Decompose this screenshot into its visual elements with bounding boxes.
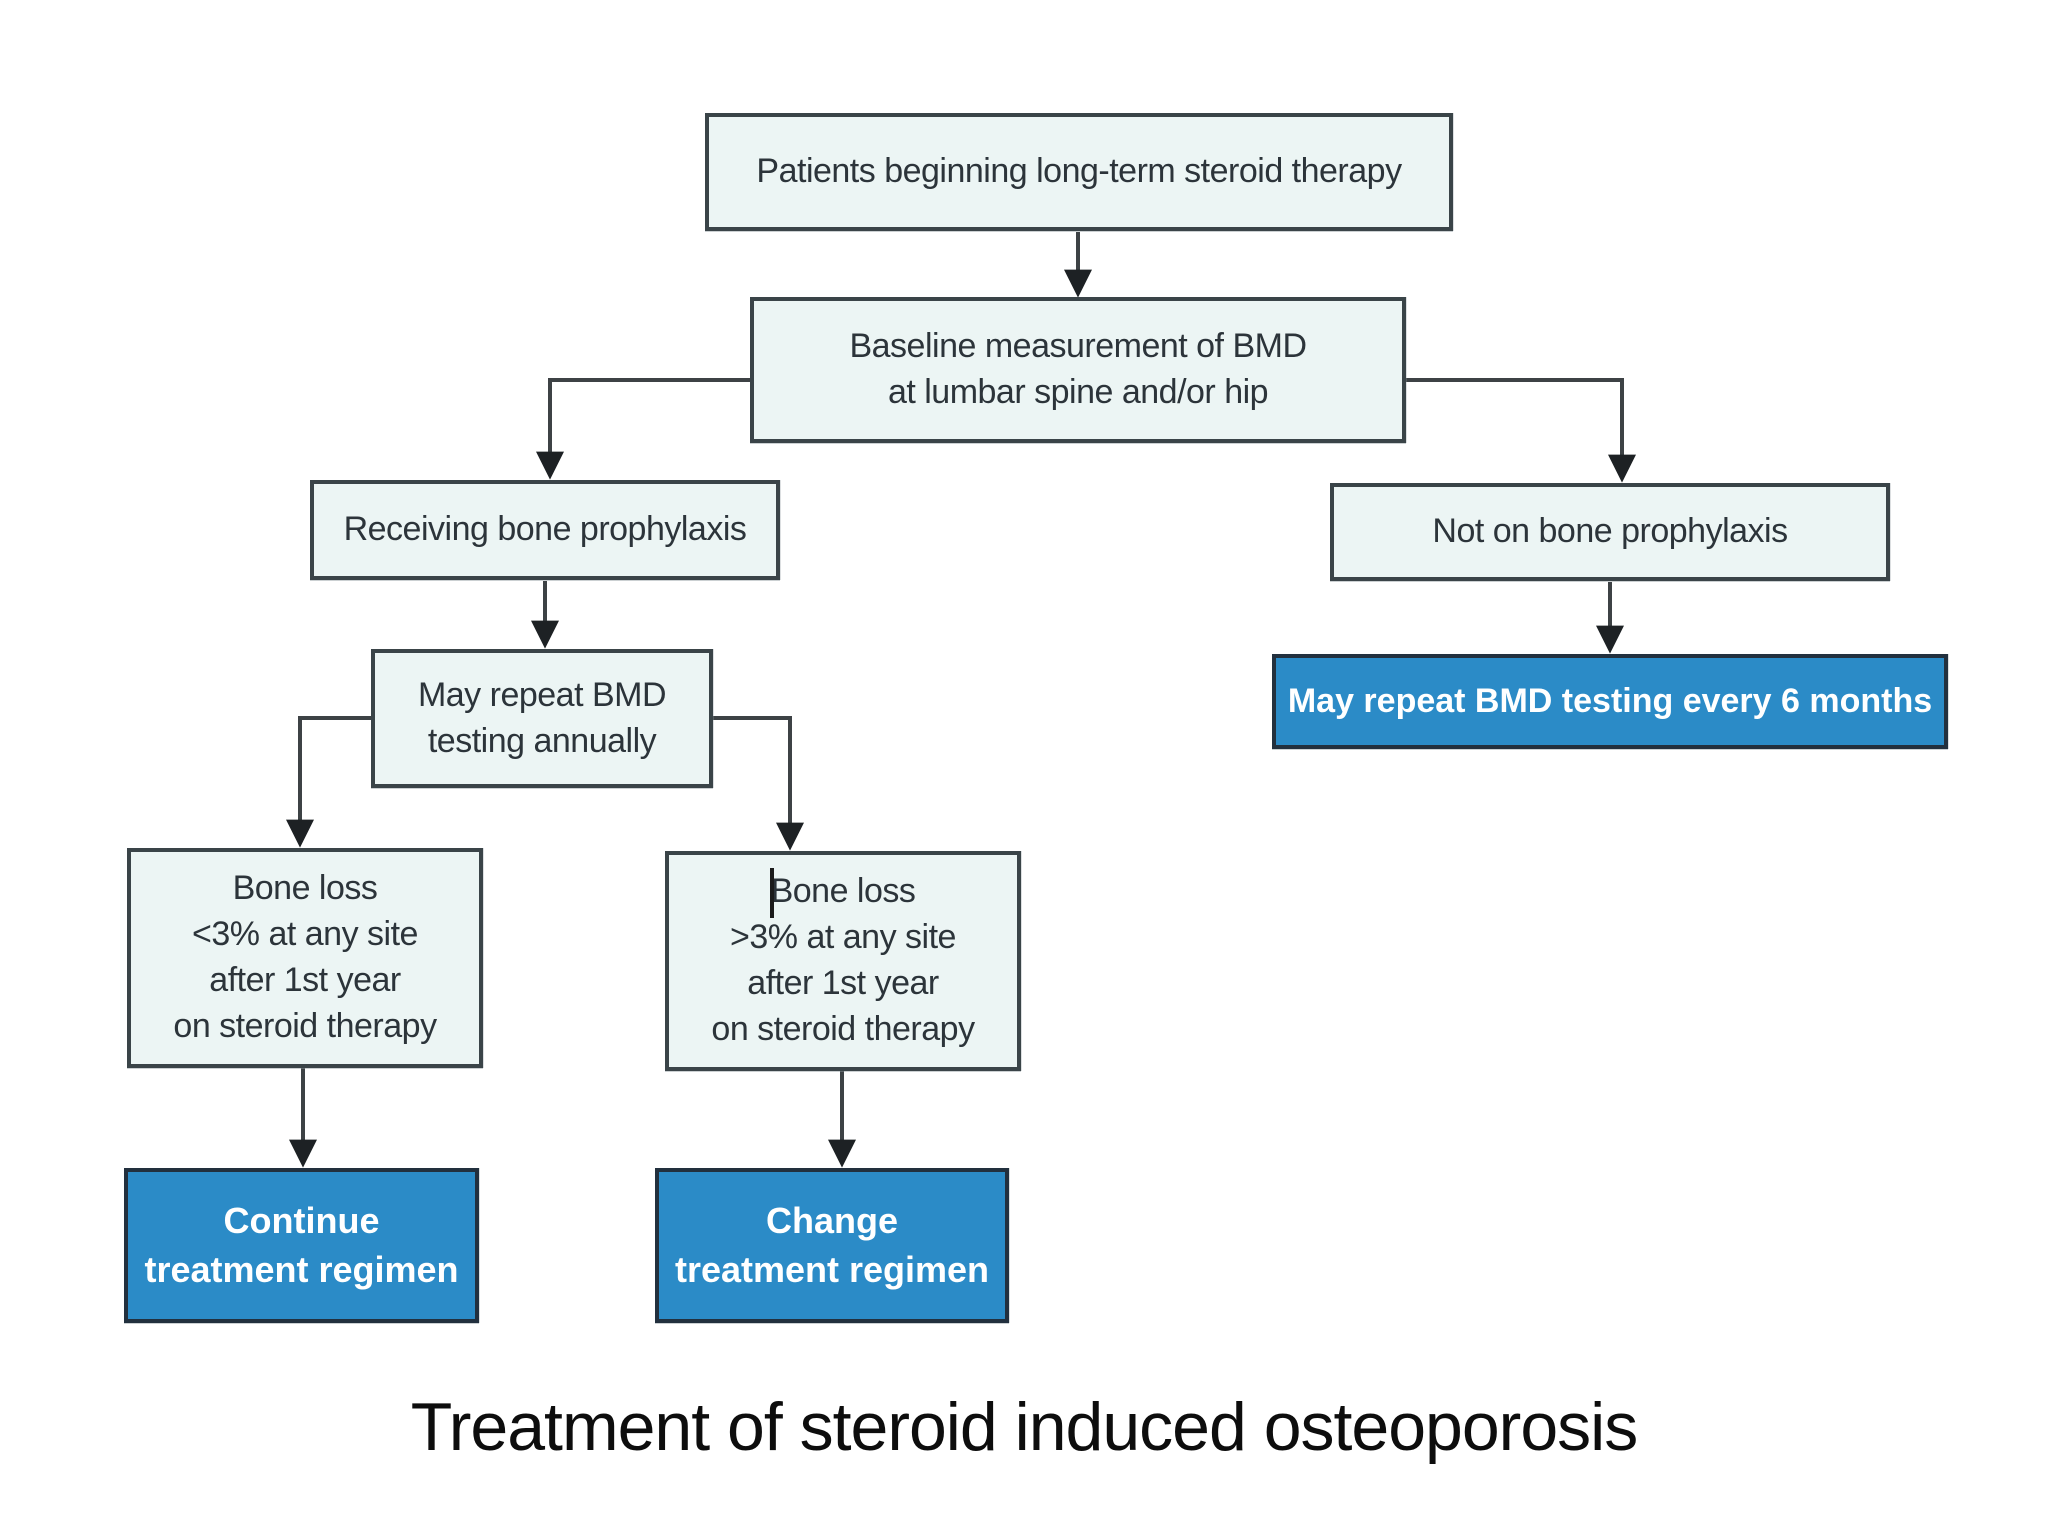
node-label-line: after 1st year bbox=[747, 964, 939, 1002]
connector-baseline-to-noton bbox=[1406, 378, 1636, 483]
node-label-line: treatment regimen bbox=[144, 1248, 459, 1290]
flow-node-not-on-prophylaxis: Not on bone prophylaxis bbox=[1330, 483, 1890, 581]
flow-node-bone-loss-under-3pct: Bone loss <3% at any site after 1st year… bbox=[127, 848, 483, 1068]
node-label-line: at lumbar spine and/or hip bbox=[887, 373, 1269, 411]
node-label-line: on steroid therapy bbox=[711, 1009, 975, 1048]
node-label-line: Baseline measurement of BMD bbox=[849, 327, 1307, 366]
text-cursor-artifact bbox=[770, 868, 774, 918]
flow-node-receiving-prophylaxis: Receiving bone prophylaxis bbox=[310, 480, 780, 580]
node-label-line: Bone loss bbox=[770, 872, 916, 911]
node-label-line: Continue bbox=[223, 1199, 380, 1241]
node-label: Not on bone prophylaxis bbox=[1432, 512, 1788, 551]
node-label-line: treatment regimen bbox=[674, 1248, 990, 1290]
node-label: Patients beginning long-term steroid the… bbox=[756, 152, 1402, 191]
node-label-line: >3% at any site bbox=[730, 918, 956, 957]
node-label-line: testing annually bbox=[427, 721, 657, 760]
node-label-line: after 1st year bbox=[209, 961, 401, 999]
connector-annual-to-bonehigh bbox=[713, 716, 804, 851]
flow-node-repeat-6-months: May repeat BMD testing every 6 months bbox=[1272, 654, 1948, 749]
node-label-line: May repeat BMD bbox=[417, 675, 667, 714]
node-label-line: on steroid therapy bbox=[173, 1006, 437, 1045]
flow-node-bone-loss-over-3pct: Bone loss >3% at any site after 1st year… bbox=[665, 851, 1021, 1071]
connector-annual-to-bonelow bbox=[286, 716, 371, 848]
node-label-line: <3% at any site bbox=[192, 915, 418, 954]
node-label: Receiving bone prophylaxis bbox=[343, 510, 747, 549]
node-label-line: Change bbox=[765, 1199, 898, 1241]
diagram-caption: Treatment of steroid induced osteoporosi… bbox=[410, 1389, 1639, 1465]
flow-node-repeat-annually: May repeat BMD testing annually bbox=[371, 649, 713, 788]
connector-baseline-to-receiving bbox=[536, 378, 750, 480]
flow-node-change-treatment: Change treatment regimen bbox=[655, 1168, 1009, 1323]
node-label-line: Bone loss bbox=[232, 869, 378, 908]
flow-node-start: Patients beginning long-term steroid the… bbox=[705, 113, 1453, 231]
flow-node-continue-treatment: Continue treatment regimen bbox=[124, 1168, 479, 1323]
flow-node-baseline-bmd: Baseline measurement of BMD at lumbar sp… bbox=[750, 297, 1406, 443]
node-label: May repeat BMD testing every 6 months bbox=[1287, 681, 1933, 720]
